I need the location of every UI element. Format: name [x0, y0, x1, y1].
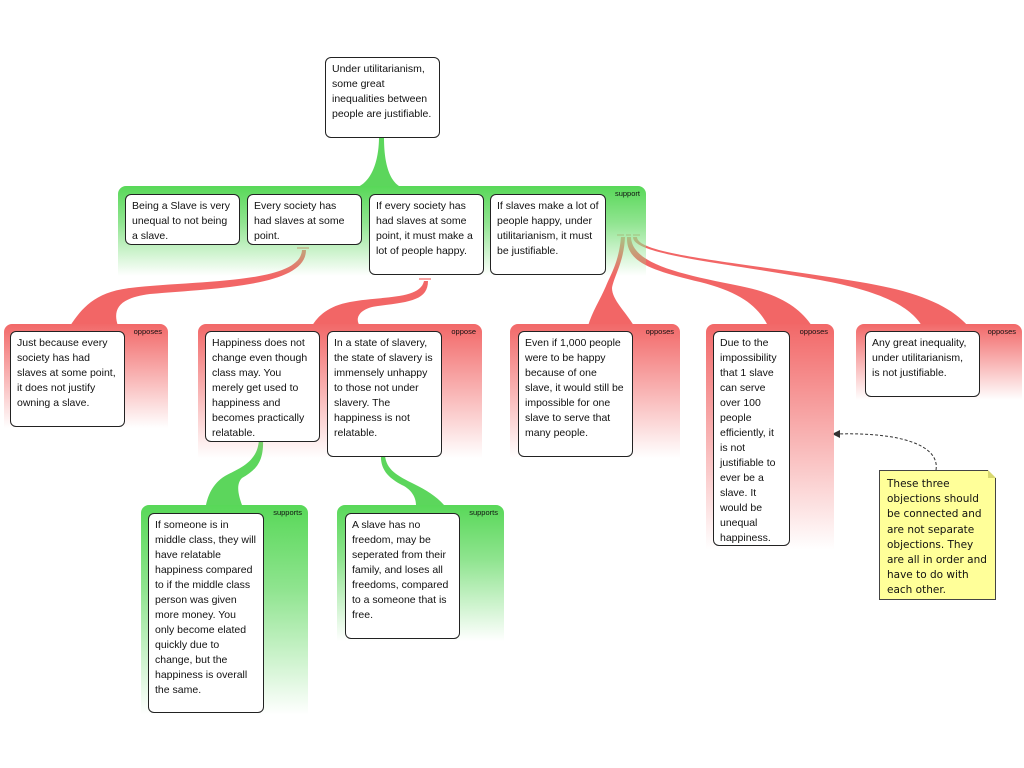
- sticky-note[interactable]: These three objections should be connect…: [879, 470, 996, 600]
- objection-box[interactable]: Even if 1,000 people were to be happy be…: [518, 331, 633, 457]
- premise-box[interactable]: Being a Slave is very unequal to not bei…: [125, 194, 240, 245]
- middle-class-support-tag: supports: [273, 508, 302, 517]
- support-box[interactable]: A slave has no freedom, may be seperated…: [345, 513, 460, 639]
- freedom-support-link: [380, 455, 444, 505]
- note-pointer-dashed: [835, 433, 937, 471]
- objection-box[interactable]: Just because every society has had slave…: [10, 331, 125, 427]
- premise-box[interactable]: If every society has had slaves at some …: [369, 194, 484, 275]
- sticky-note-text: These three objections should be connect…: [887, 478, 987, 597]
- society-objection-tag: opposes: [133, 327, 162, 336]
- objection-box[interactable]: Any great inequality, under utilitariani…: [865, 331, 980, 397]
- support-box[interactable]: If someone is in middle class, they will…: [148, 513, 264, 713]
- premise-box[interactable]: If slaves make a lot of people happy, un…: [490, 194, 606, 275]
- happiness-objection-tag: oppose: [451, 327, 476, 336]
- main-claim-box[interactable]: Under utilitarianism, some great inequal…: [325, 57, 440, 138]
- happiness-objection-link: [312, 281, 428, 326]
- objection-box[interactable]: Happiness does not change even though cl…: [205, 331, 320, 442]
- inequality-objection-tag: opposes: [987, 327, 1016, 336]
- inequality-objection-link: [633, 237, 968, 326]
- thousand-objection-tag: opposes: [645, 327, 674, 336]
- objection-box[interactable]: In a state of slavery, the state of slav…: [327, 331, 442, 457]
- impossibility-objection-link: [626, 237, 812, 326]
- freedom-support-tag: supports: [469, 508, 498, 517]
- premise-box[interactable]: Every society has had slaves at some poi…: [247, 194, 362, 245]
- note-fold-corner: [988, 470, 996, 478]
- claim-to-support-link: [352, 137, 406, 189]
- objection-box[interactable]: Due to the impossibility that 1 slave ca…: [713, 331, 790, 546]
- support-group-tag: support: [614, 189, 640, 198]
- impossibility-objection-tag: opposes: [799, 327, 828, 336]
